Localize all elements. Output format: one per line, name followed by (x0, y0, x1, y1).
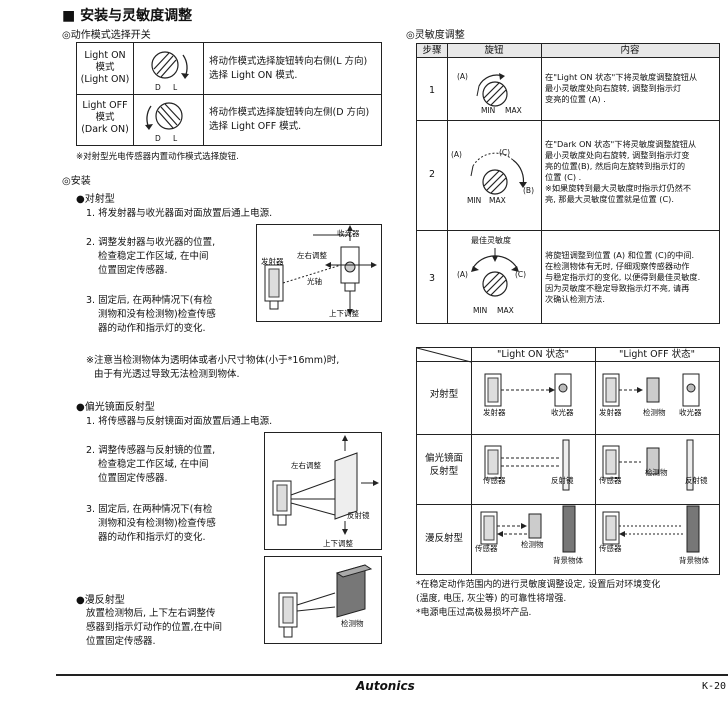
object-label: 检测物 (341, 619, 364, 628)
lr-adjust-label: 左右调整 (297, 251, 327, 260)
object-label: 检测物 (521, 540, 544, 549)
retro-title: ●偏光镜面反射型 (76, 402, 155, 413)
page-number: K-20 (702, 681, 727, 692)
pos-a-label: (A) (451, 150, 462, 159)
sensor-label: 传感器 (599, 544, 622, 553)
through-beam-diagram (264, 225, 377, 315)
retro-figure: 左右调整 反射镜 上下调整 (264, 432, 382, 550)
emitter-label: 发射器 (261, 257, 284, 266)
pos-c-label: (C) (499, 148, 511, 157)
ud-adjust-label: 上下调整 (329, 309, 359, 318)
mode-row1-label: Light ON 模式 (Light ON) (80, 50, 130, 85)
sens-knob-step1-icon (476, 73, 508, 107)
dial-l-label: L (173, 83, 178, 92)
sensitivity-heading: ◎灵敏度调整 (406, 30, 465, 41)
through-step3: 3. 固定后, 在两种情况下(有检 测物和没有检测物)检查传感 器的动作和指示灯… (86, 295, 216, 334)
mode-section-heading: ◎动作模式选择开关 (62, 30, 151, 41)
footer-rule (56, 674, 728, 676)
sens-header-content: 内容 (620, 45, 640, 56)
emitter-label: 发射器 (599, 408, 622, 417)
state-row-retro-diagram (484, 439, 694, 491)
optical-axis-label: 光轴 (307, 277, 322, 286)
dial-d-label: D (155, 83, 161, 92)
state-row-through-label: 对射型 (429, 389, 459, 400)
mode-row1-desc: 将动作模式选择旋钮转向右侧(L 方向) 选择 Light ON 模式. (209, 56, 368, 81)
mirror-label: 反射镜 (685, 476, 708, 485)
mode-note: ※对射型光电传感器内置动作模式选择旋钮. (76, 152, 239, 162)
diffuse-figure: 检测物 (264, 556, 382, 644)
dial-l-label: L (173, 134, 178, 143)
sens-knob-step3-icon (471, 248, 519, 297)
retro-diagram (272, 435, 379, 535)
sens-header-step: 步骤 (422, 45, 442, 56)
max-label: MAX (489, 196, 506, 205)
sens-step-2: 2 (428, 169, 436, 180)
receiver-label: 收光器 (337, 229, 360, 238)
mirror-label: 反射镜 (551, 476, 574, 485)
object-label: 检测物 (643, 408, 666, 417)
sensor-label: 传感器 (475, 544, 498, 553)
mode-dial-light-on-icon (151, 51, 189, 79)
state-row-diffuse-diagram (480, 505, 700, 553)
retro-step1: 1. 将传感器与反射镜面对面放置后通上电源. (86, 416, 273, 427)
optimal-sensitivity-label: 最佳灵敏度 (471, 236, 511, 245)
state-row-retro-label: 偏光镜面 反射型 (424, 453, 463, 477)
page-title: ■ 安装与灵敏度调整 (62, 8, 193, 24)
sens-knob-step2-icon (470, 152, 527, 195)
footer-brand-logo: Autonics (356, 679, 415, 693)
pos-c-label: (C) (515, 270, 527, 279)
sensor-label: 传感器 (599, 476, 622, 485)
retro-step3: 3. 固定后, 在两种情况下(有检 测物和没有检测物)检查传感 器的动作和指示灯… (86, 504, 216, 543)
sensor-label: 传感器 (483, 476, 506, 485)
max-label: MAX (505, 106, 522, 115)
background-label: 背景物体 (679, 556, 709, 565)
min-label: MIN (467, 196, 482, 205)
sens-content-3: 将旋钮调整到位置 (A) 和位置 (C)的中间. 在检测物体有无时, 仔细观察传… (545, 250, 701, 304)
state-header-off: "Light OFF 状态" (619, 349, 695, 360)
sens-header-knob: 旋钮 (484, 45, 504, 56)
through-step2: 2. 调整发射器与收光器的位置, 检查稳定工作区域, 在中间 位置固定传感器. (86, 237, 216, 276)
state-row-diffuse-label: 漫反射型 (424, 533, 463, 544)
state-row-through-diagram (484, 373, 700, 407)
sens-content-2: 在"Dark ON 状态"下将灵敏度调整旋钮从 最小灵敏度处向右旋转, 调整到指… (545, 139, 697, 204)
min-label: MIN (481, 106, 496, 115)
dial-d-label: D (155, 134, 161, 143)
through-note: ※注意当检测物体为透明体或者小尺寸物体(小于*16mm)时, 由于有光透过导致无… (86, 355, 340, 380)
pos-b-label: (B) (523, 186, 534, 195)
diffuse-title: ●漫反射型 (76, 595, 125, 606)
diffuse-text: 放置检测物后, 上下左右调整传 感器到指示灯动作的位置,在中间 位置固定传感器. (86, 608, 223, 647)
diffuse-diagram (278, 564, 373, 638)
install-heading: ◎安装 (62, 176, 91, 187)
mode-table: Light ON 模式 (Light ON) D L 将动作模式选择旋钮转向右侧… (76, 42, 382, 146)
sens-content-1: 在"Light ON 状态"下将灵敏度调整旋钮从 最小灵敏度处向右旋转, 调整到… (545, 72, 698, 104)
mode-row2-label: Light OFF 模式 (Dark ON) (81, 100, 129, 135)
retro-step2: 2. 调整传感器与反射镜的位置, 检查稳定工作区域, 在中间 位置固定传感器. (86, 445, 216, 484)
corner-diagonal (416, 347, 472, 363)
max-label: MAX (497, 306, 514, 315)
min-label: MIN (473, 306, 488, 315)
states-table: "Light ON 状态" "Light OFF 状态" 对射型 偏光镜面 反射… (416, 347, 720, 575)
receiver-label: 收光器 (551, 408, 574, 417)
sensitivity-table: 步骤 旋钮 内容 1 (A) MIN MAX 在"Light ON 状态"下将灵… (416, 43, 720, 324)
sens-step-1: 1 (428, 85, 436, 96)
pos-a-label: (A) (457, 72, 468, 81)
through-step1: 1. 将发射器与收光器面对面放置后通上电源. (86, 208, 273, 219)
receiver-label: 收光器 (679, 408, 702, 417)
retro-ud-label: 上下调整 (323, 539, 353, 548)
state-header-on: "Light ON 状态" (496, 349, 570, 360)
pos-a-label: (A) (457, 270, 468, 279)
emitter-label: 发射器 (483, 408, 506, 417)
mode-dial-light-off-icon (145, 102, 183, 130)
through-beam-figure: 发射器 收光器 左右调整 光轴 上下调整 (256, 224, 382, 322)
mirror-label: 反射镜 (347, 511, 370, 520)
background-label: 背景物体 (553, 556, 583, 565)
mode-row2-desc: 将动作模式选择旋钮转向左侧(D 方向) 选择 Light OFF 模式. (209, 107, 370, 132)
retro-lr-label: 左右调整 (291, 461, 321, 470)
sens-step-3: 3 (428, 273, 436, 284)
states-notes: *在稳定动作范围内的进行灵敏度调整设定, 设置后对环境变化 (温度, 电压, 灰… (416, 580, 661, 618)
object-label: 检测物 (645, 468, 668, 477)
through-beam-title: ●对射型 (76, 194, 115, 205)
